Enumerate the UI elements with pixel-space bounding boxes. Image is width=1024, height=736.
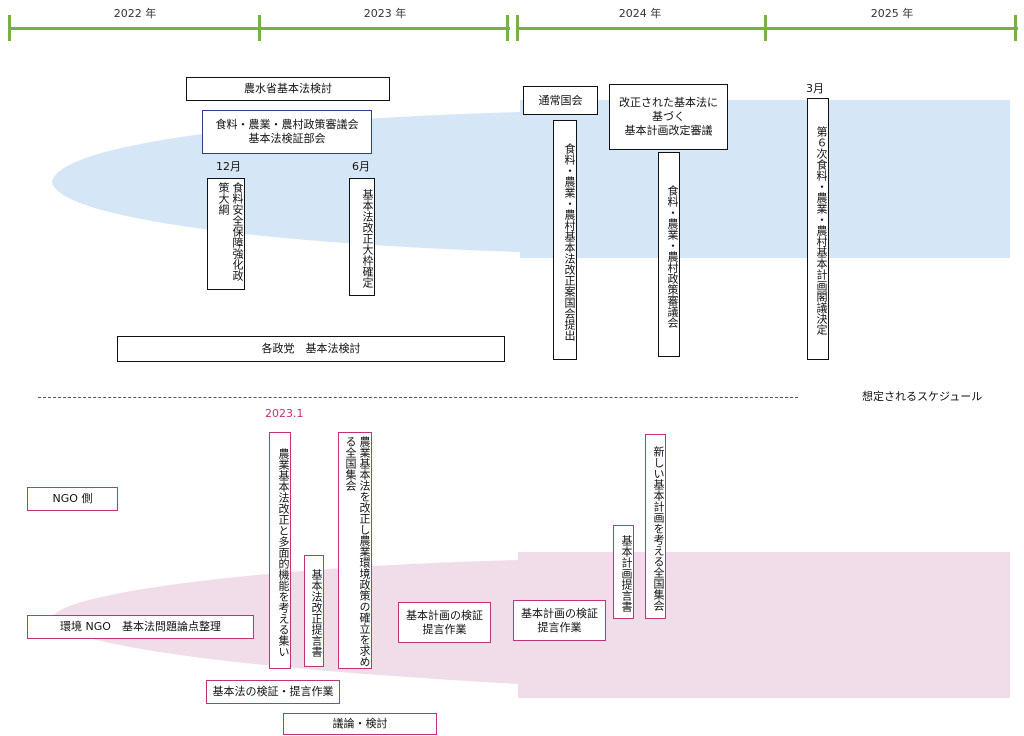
year-label: 2023 年 (363, 7, 407, 20)
new-plan-assembly-box: 新しい基本計画を考える全国集会 (645, 434, 666, 619)
discussion-box: 議論・検討 (283, 713, 437, 735)
month-label-jun: 6月 (352, 160, 370, 173)
schedule-note: 想定されるスケジュール (862, 390, 983, 403)
timeline-tick (506, 15, 509, 41)
ordinary-diet-box: 通常国会 (523, 86, 598, 115)
timeline-tick (516, 15, 519, 41)
year-label: 2022 年 (113, 7, 157, 20)
year-label: 2025 年 (870, 7, 914, 20)
plan-proposal-box: 基本計画提言書 (613, 525, 634, 619)
law-outline-box: 基本法改正大枠確定 (349, 178, 375, 296)
council-review-box: 食料・農業・農村政策審議会 (658, 152, 680, 357)
year-label: 2024 年 (618, 7, 662, 20)
parties-review-box: 各政党 基本法検討 (117, 336, 505, 362)
date-label: 2023.1 (265, 407, 304, 420)
law-proposal-box: 基本法改正提言書 (304, 555, 324, 667)
gathering-box: 農業基本法改正と多面的機能を考える集い (269, 432, 291, 669)
nousui-review-box: 農水省基本法検討 (186, 77, 390, 101)
national-assembly-box: 農業基本法を改正し農業環境政策の確立を求める全国集会 (338, 432, 372, 669)
council-subcommittee-box: 食料・農業・農村政策審議会 基本法検証部会 (202, 110, 372, 154)
plan-verification-box: 基本計画の検証 提言作業 (513, 600, 606, 641)
security-outline-box: 食料安全保障強化政策大綱 (207, 178, 245, 290)
env-ngo-box: 環境 NGO 基本法問題論点整理 (27, 615, 254, 639)
plan-verification-box: 基本計画の検証 提言作業 (398, 602, 491, 643)
sixth-plan-box: 第６次食料・農業・農村基本計画閣議決定 (807, 98, 829, 360)
timeline-tick (258, 15, 261, 41)
ngo-side-box: NGO 側 (27, 487, 118, 511)
timeline-tick (1014, 15, 1017, 41)
timeline-tick (764, 15, 767, 41)
revised-plan-review-box: 改正された基本法に 基づく 基本計画改定審議 (609, 84, 728, 150)
law-verification-box: 基本法の検証・提言作業 (206, 680, 340, 704)
timeline-tick (8, 15, 11, 41)
timeline-bar (516, 27, 1018, 30)
month-label-dec: 12月 (216, 160, 241, 173)
divider-line (38, 397, 798, 398)
gov-band (52, 100, 1010, 258)
month-label-mar: 3月 (806, 82, 824, 95)
bill-submission-box: 食料・農業・農村基本法改正案国会提出 (553, 120, 577, 360)
